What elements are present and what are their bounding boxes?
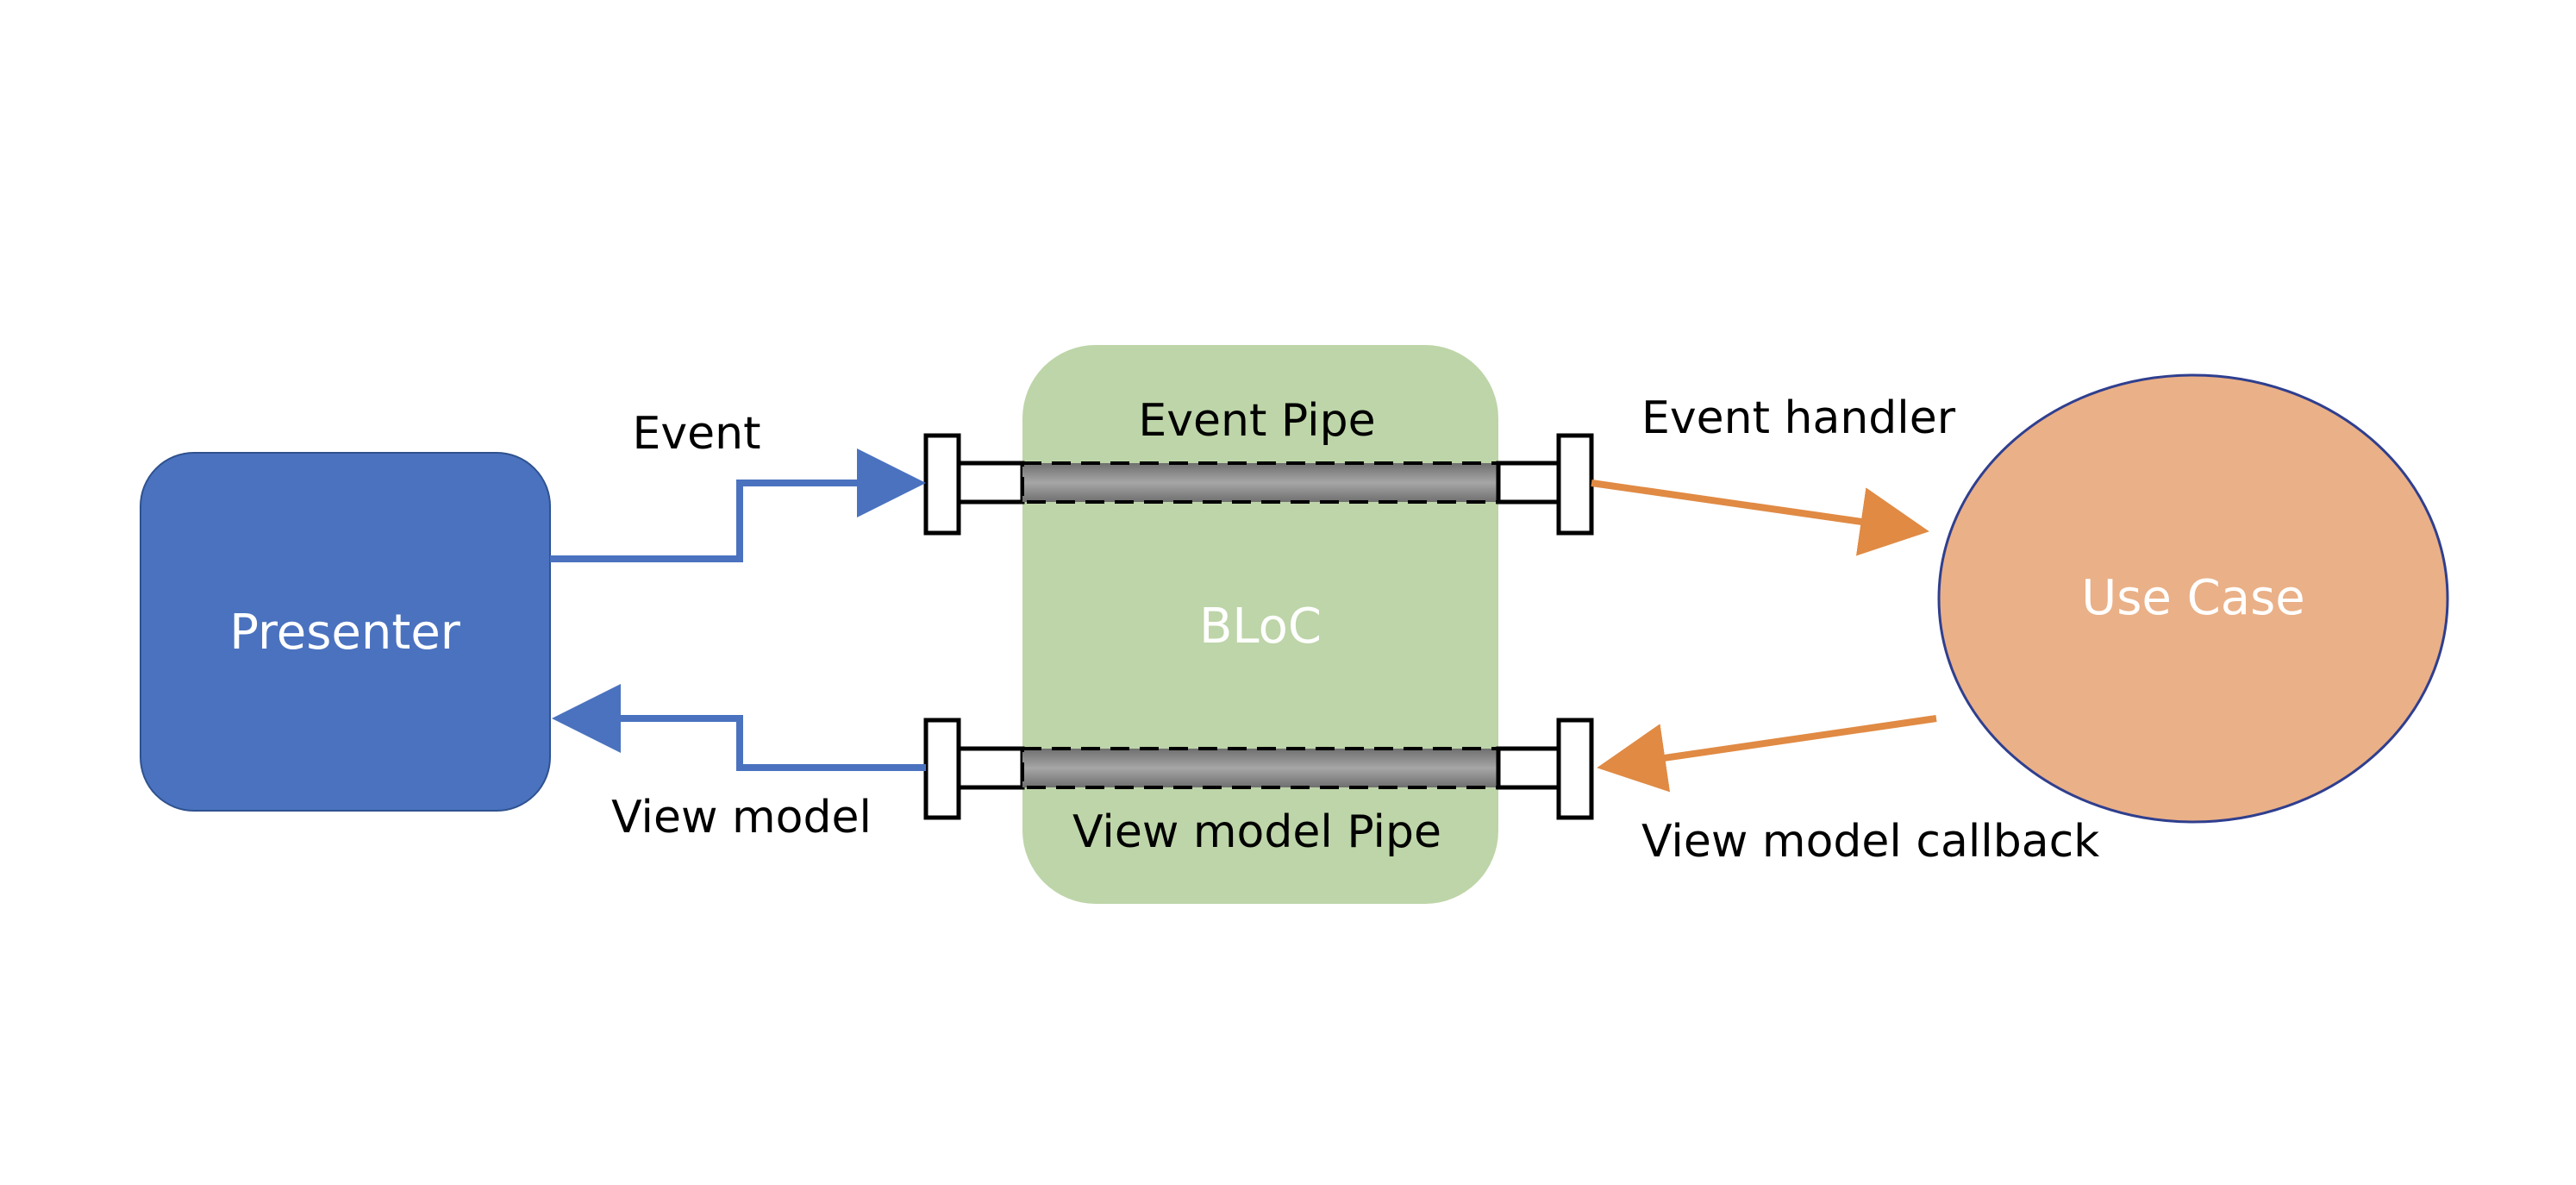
event-arrow	[550, 448, 926, 562]
event-pipe-left-stub	[956, 461, 1025, 505]
presenter-node	[141, 453, 550, 811]
use-case-node	[1939, 375, 2448, 822]
event-pipe-label: Event Pipe	[1138, 395, 1375, 447]
view-model-pipe-label: View model Pipe	[1072, 806, 1441, 858]
event-pipe	[923, 433, 1594, 536]
view-model-pipe-tube	[1021, 747, 1500, 789]
event-pipe-tube	[1021, 461, 1500, 504]
event-pipe-left-cap	[923, 433, 961, 536]
view-model-pipe-right-cap	[1556, 718, 1594, 820]
view-model-pipe	[923, 718, 1594, 820]
event-pipe-right-cap	[1556, 433, 1594, 536]
use-case-border	[1937, 373, 2449, 824]
view-model-pipe-left-stub	[956, 746, 1025, 790]
event-handler-edge-label: Event handler	[1641, 392, 1956, 444]
view-model-pipe-left-cap	[923, 718, 961, 820]
presenter-label: Presenter	[229, 605, 461, 661]
presenter-border	[140, 452, 551, 812]
view-model-edge-label: View model	[611, 792, 872, 843]
view-model-callback-edge-label: View model callback	[1641, 816, 2099, 868]
view-model-callback-arrow	[1597, 715, 1937, 793]
view-model-pipe-right-stub	[1496, 746, 1561, 790]
event-pipe-right-stub	[1496, 461, 1561, 505]
event-handler-arrow	[1591, 480, 1929, 556]
bloc-label: BLoC	[1199, 599, 1322, 655]
event-edge-label: Event	[633, 408, 761, 460]
use-case-label: Use Case	[2081, 570, 2304, 626]
view-model-arrow	[552, 684, 926, 771]
